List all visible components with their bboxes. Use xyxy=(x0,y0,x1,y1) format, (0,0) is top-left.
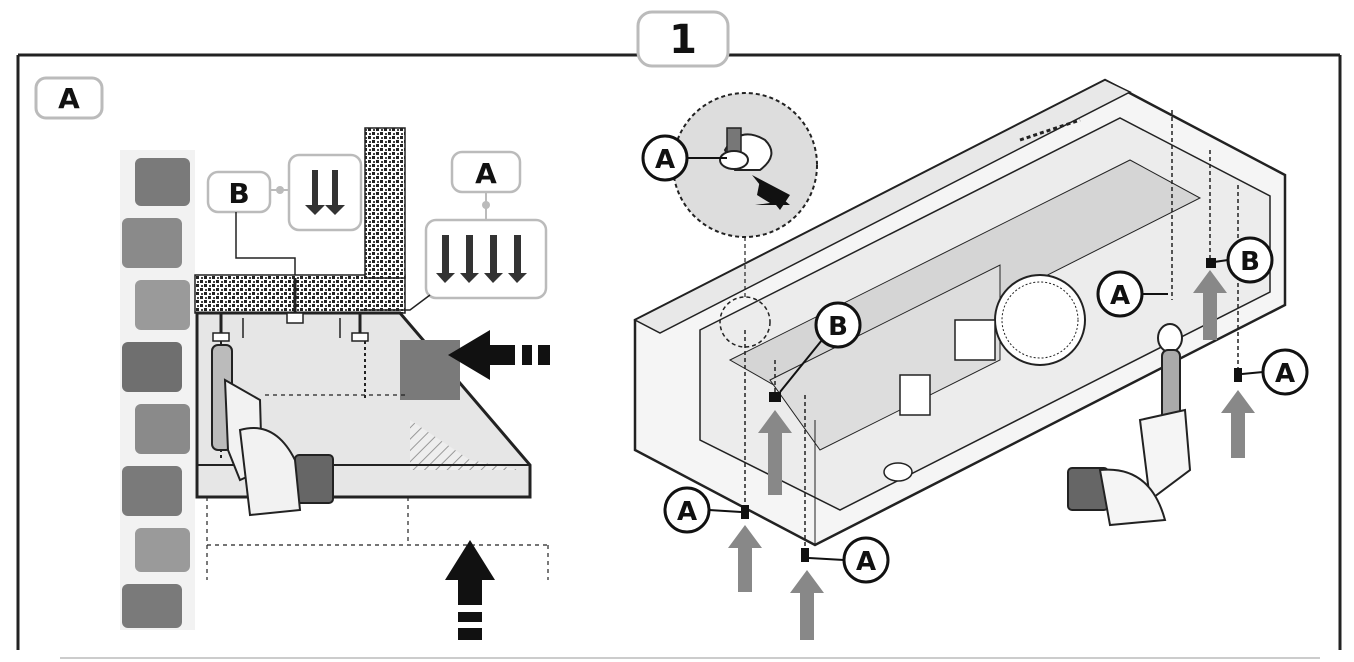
label-a-bottom-center: A xyxy=(856,547,876,577)
label-circle-b-right: B xyxy=(1213,236,1274,284)
label-circle-a-right-upper: A xyxy=(1096,270,1168,318)
callout-a-label: A xyxy=(475,157,497,190)
label-b-inner: B xyxy=(828,312,848,342)
step-number: 1 xyxy=(669,17,697,63)
screw-icon xyxy=(305,170,345,215)
label-circle-a-bottom-left: A xyxy=(663,486,742,534)
screw-callout-b: B xyxy=(206,153,363,275)
screw-callout-a: A xyxy=(360,150,548,311)
label-a-right-upper: A xyxy=(1110,281,1130,311)
panel-label-a: A xyxy=(34,76,104,120)
drill-hand-left xyxy=(211,344,334,517)
panel-label-a-text: A xyxy=(58,82,80,115)
label-circle-b-inner: B xyxy=(779,301,862,393)
callout-b-label: B xyxy=(228,177,249,210)
label-a-bottom-left: A xyxy=(677,497,697,527)
arrow-push-left xyxy=(448,330,550,380)
label-a-far-right: A xyxy=(1275,359,1295,389)
ceiling-section xyxy=(194,127,406,314)
dashed-guide-lines-left xyxy=(206,394,549,580)
screw-icon xyxy=(436,235,527,283)
brick-wall xyxy=(120,150,195,630)
label-circle-detail-a: A xyxy=(641,134,727,182)
step-number-badge: 1 xyxy=(636,10,730,68)
detail-label: A xyxy=(655,145,675,175)
outer-frame xyxy=(16,53,1342,659)
detail-magnifier xyxy=(672,92,818,348)
label-circle-a-far-right: A xyxy=(1241,348,1309,396)
drill-hand-right xyxy=(1067,323,1192,527)
arrow-up-left xyxy=(445,540,495,640)
label-b-right: B xyxy=(1240,247,1260,277)
label-circle-a-bottom-center: A xyxy=(808,536,890,584)
arrows-up-right xyxy=(728,270,1255,640)
